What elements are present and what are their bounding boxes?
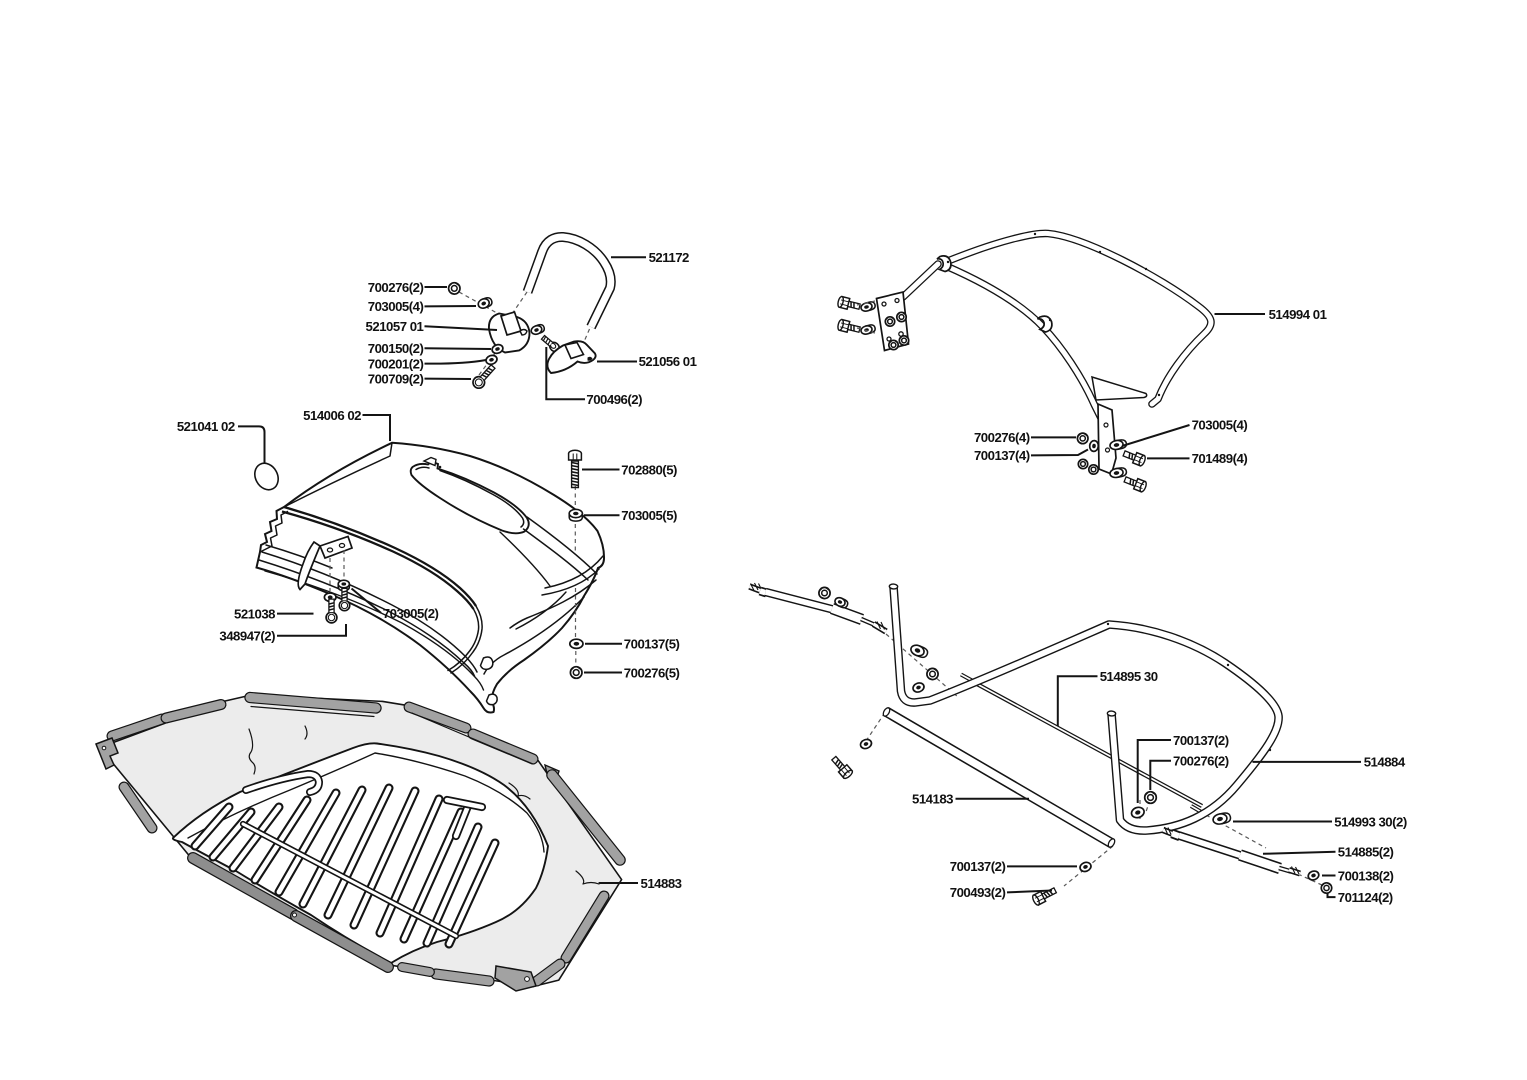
svg-text:700709(2): 700709(2) [368, 371, 424, 386]
svg-text:514183: 514183 [912, 792, 953, 807]
svg-text:700138(2): 700138(2) [1338, 868, 1394, 883]
svg-text:700137(5): 700137(5) [624, 637, 680, 652]
svg-text:514885(2): 514885(2) [1338, 845, 1394, 860]
svg-text:700137(4): 700137(4) [974, 448, 1030, 463]
svg-text:348947(2): 348947(2) [219, 629, 275, 644]
svg-text:700276(5): 700276(5) [624, 665, 680, 680]
svg-text:700201(2): 700201(2) [368, 356, 424, 371]
svg-text:521172: 521172 [649, 250, 689, 265]
svg-text:703005(5): 703005(5) [621, 508, 677, 523]
svg-text:701489(4): 701489(4) [1192, 451, 1248, 466]
svg-text:514884: 514884 [1364, 755, 1406, 770]
svg-text:521057 01: 521057 01 [366, 319, 424, 334]
svg-text:700150(2): 700150(2) [368, 341, 424, 356]
svg-text:521041 02: 521041 02 [177, 419, 235, 434]
svg-text:514993 30(2): 514993 30(2) [1334, 814, 1407, 829]
svg-text:514883: 514883 [641, 876, 682, 891]
svg-text:700496(2): 700496(2) [586, 392, 642, 407]
svg-text:514895 30: 514895 30 [1100, 669, 1158, 684]
svg-text:703005(2): 703005(2) [383, 606, 439, 621]
svg-text:701124(2): 701124(2) [1338, 890, 1393, 905]
svg-text:703005(4): 703005(4) [1192, 418, 1248, 433]
svg-text:700137(2): 700137(2) [1173, 733, 1229, 748]
svg-text:514006 02: 514006 02 [303, 408, 361, 423]
svg-text:700276(2): 700276(2) [1173, 754, 1229, 769]
svg-text:521038: 521038 [234, 606, 275, 621]
svg-text:700493(2): 700493(2) [950, 885, 1006, 900]
svg-text:703005(4): 703005(4) [368, 299, 424, 314]
svg-text:700276(4): 700276(4) [974, 430, 1030, 445]
svg-text:514994 01: 514994 01 [1269, 307, 1327, 322]
svg-text:700276(2): 700276(2) [368, 280, 424, 295]
svg-text:702880(5): 702880(5) [621, 462, 677, 477]
svg-text:521056 01: 521056 01 [639, 354, 697, 369]
svg-text:700137(2): 700137(2) [950, 859, 1006, 874]
